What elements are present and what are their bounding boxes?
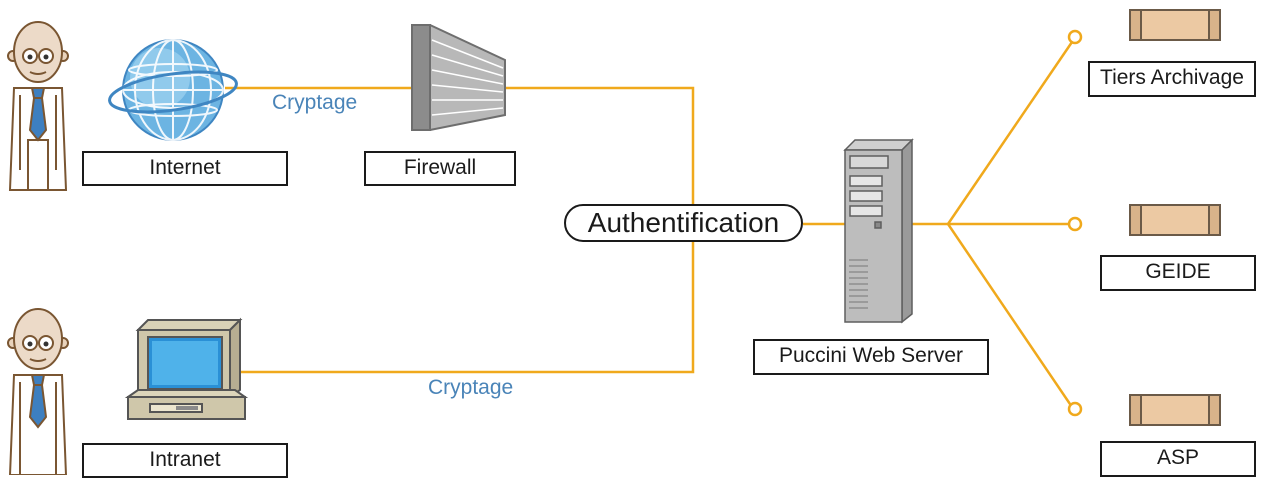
firewall-icon [411,24,506,131]
database-icon [1129,204,1221,236]
geide-label: GEIDE [1100,255,1256,291]
link-hub-asp [946,223,1074,408]
connector-lines [225,41,1074,408]
database-icon [1129,9,1221,41]
link-label-cryptage: Cryptage [428,376,514,399]
authentication-node: Authentification [564,204,803,242]
link-intranet-auth [240,242,695,374]
user-person-icon [7,308,69,475]
intranet-label: Intranet [82,443,288,478]
globe-icon [108,39,238,141]
server-icon [843,138,914,324]
link-label-cryptage: Cryptage [272,91,358,114]
user-person-icon [7,21,69,191]
web-server-label: Puccini Web Server [753,339,989,375]
firewall-label: Firewall [364,151,516,186]
tiers-archivage-label: Tiers Archivage [1088,61,1256,97]
connector-end-circles [1067,29,1083,417]
internet-label: Internet [82,151,288,186]
computer-icon [124,317,249,420]
link-firewall-auth [505,86,695,205]
link-hub-tiers [946,41,1074,225]
asp-label: ASP [1100,441,1256,477]
database-icon [1129,394,1221,426]
